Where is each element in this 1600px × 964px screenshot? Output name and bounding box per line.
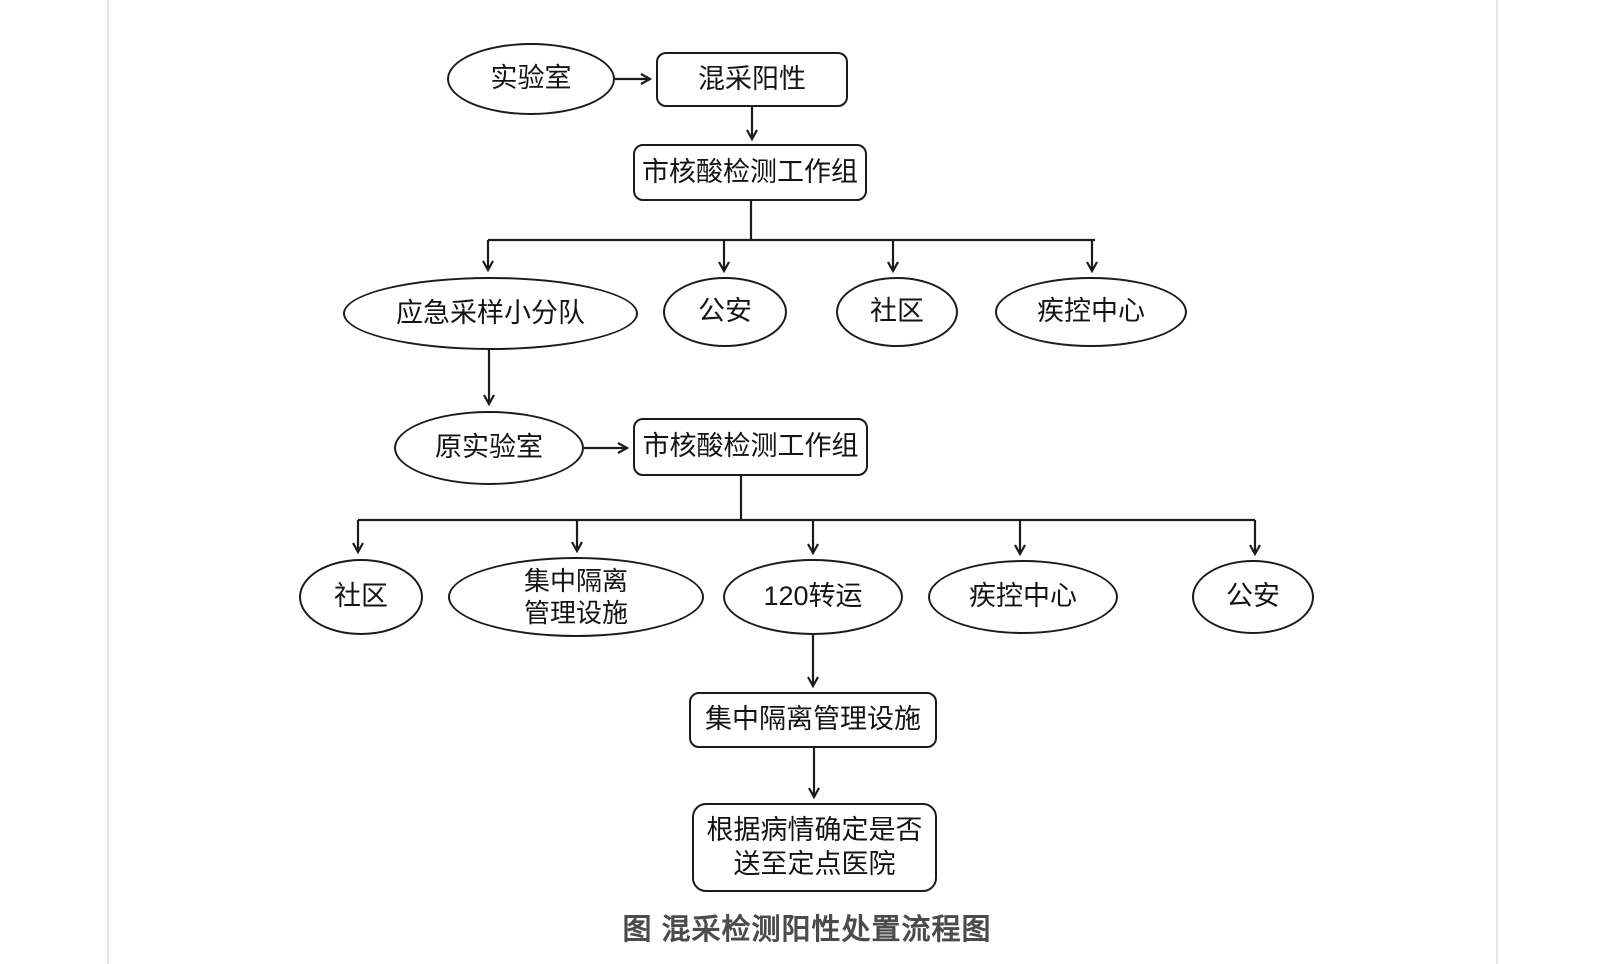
node-community-top: 社区 [836, 277, 958, 347]
figure-caption: 图 混采检测阳性处置流程图 [622, 914, 992, 946]
node-cdc-mid: 疾控中心 [928, 560, 1118, 634]
page-right-border [1496, 0, 1498, 964]
node-hospital-decision: 根据病情确定是否 送至定点医院 [692, 803, 937, 892]
node-community-mid: 社区 [299, 559, 423, 635]
node-police-mid: 公安 [1192, 560, 1314, 634]
node-isolation-facility-oval: 集中隔离 管理设施 [448, 557, 704, 637]
node-120-transfer: 120转运 [723, 559, 903, 635]
node-workgroup-mid: 市核酸检测工作组 [633, 418, 868, 476]
page-left-border [107, 0, 109, 964]
node-lab: 实验室 [447, 43, 615, 115]
node-isolation-facility-box: 集中隔离管理设施 [689, 692, 937, 748]
node-cdc-top: 疾控中心 [995, 277, 1187, 347]
node-mixed-positive: 混采阳性 [656, 52, 848, 107]
branch1-trunk [488, 201, 1095, 242]
node-original-lab: 原实验室 [394, 411, 584, 485]
branch2-trunk [358, 476, 1255, 522]
node-police-top: 公安 [663, 277, 787, 347]
node-emergency-sampling-team: 应急采样小分队 [343, 277, 638, 350]
node-workgroup-top: 市核酸检测工作组 [633, 144, 867, 201]
